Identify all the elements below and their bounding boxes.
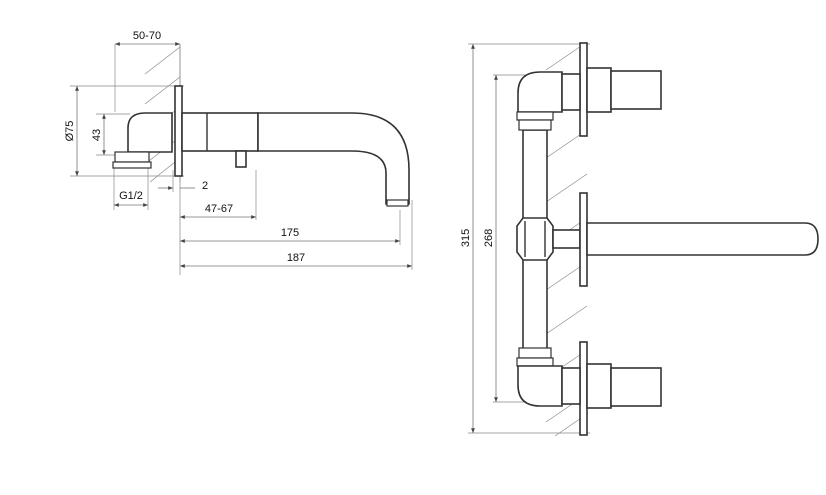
front-view: 315 268 bbox=[460, 41, 819, 437]
dim-gap-label: 2 bbox=[202, 180, 208, 192]
middle-spout-assembly bbox=[516, 192, 819, 287]
dimension-lines-side bbox=[75, 42, 412, 268]
dimension-lines-front bbox=[471, 44, 498, 433]
dim-center-distance-label: 268 bbox=[483, 229, 495, 247]
dim-reach-adjust-label: 47-67 bbox=[205, 203, 233, 215]
bottom-valve-assembly bbox=[516, 341, 662, 436]
dim-diameter-label: Ø75 bbox=[64, 121, 76, 142]
dim-reach-label: 175 bbox=[281, 227, 299, 239]
dim-center-height-label: 43 bbox=[91, 129, 103, 141]
top-valve-assembly bbox=[516, 42, 662, 137]
dim-total-height-label: 315 bbox=[460, 229, 472, 247]
dim-thread-label: G1/2 bbox=[119, 190, 143, 202]
side-view: 50-70 Ø75 43 G1/2 2 47-67 175 187 bbox=[64, 30, 413, 275]
dim-total-reach-label: 187 bbox=[287, 252, 305, 264]
extension-lines-side bbox=[70, 44, 413, 275]
dim-depth-label: 50-70 bbox=[133, 30, 161, 42]
faucet-side-body bbox=[112, 85, 410, 207]
